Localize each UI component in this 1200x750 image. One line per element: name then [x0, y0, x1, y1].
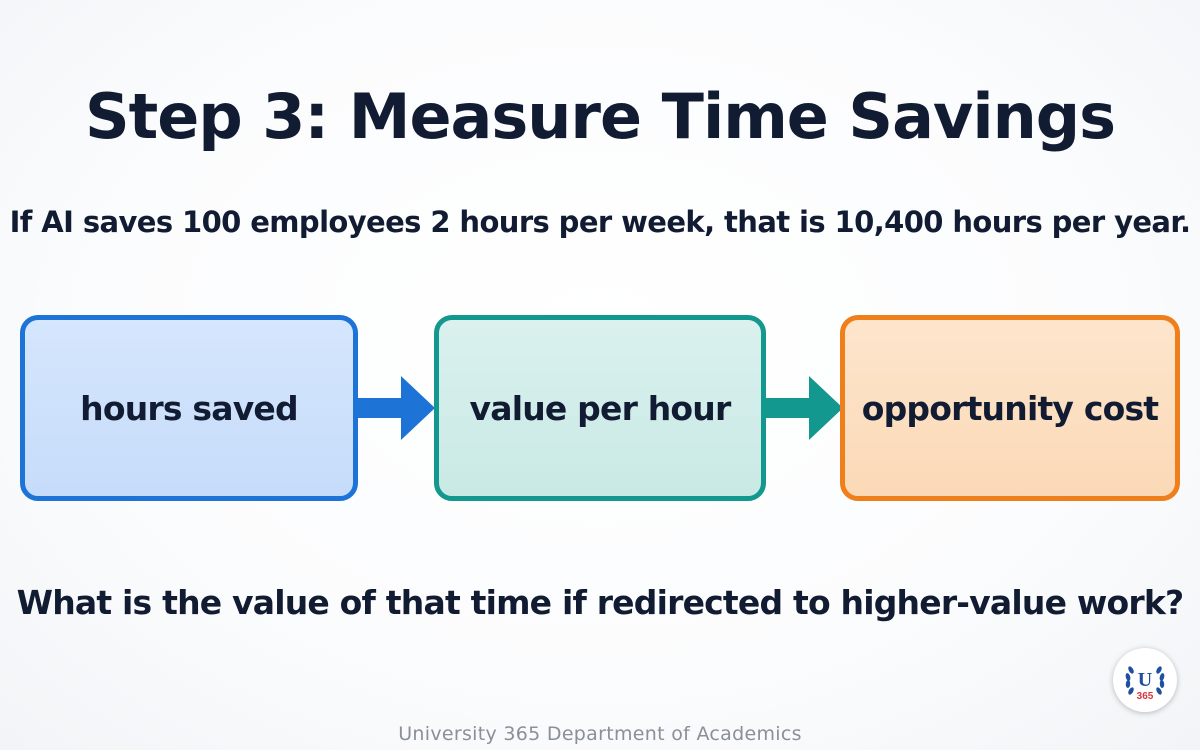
flow-step-label: opportunity cost	[861, 388, 1159, 428]
right-arrow-icon	[357, 376, 435, 440]
flow-step-label: value per hour	[469, 388, 732, 428]
logo-number: 365	[1137, 691, 1154, 702]
footer-credit: University 365 Department of Academics	[398, 723, 802, 745]
slide-question: What is the value of that time if redire…	[16, 583, 1185, 622]
flow-step-label: hours saved	[80, 388, 299, 428]
slide-title: Step 3: Measure Time Savings	[84, 80, 1116, 153]
flow-step-hours-saved: hours saved	[20, 315, 358, 501]
flow-step-value-per-hour: value per hour	[434, 315, 766, 501]
logo-letter: U	[1138, 669, 1152, 691]
university-logo: U 365	[1113, 648, 1177, 712]
flow-step-opportunity-cost: opportunity cost	[840, 315, 1180, 501]
right-arrow-icon	[765, 376, 843, 440]
slide-subtitle: If AI saves 100 employees 2 hours per we…	[9, 205, 1191, 239]
laurel-wreath-icon: U 365	[1125, 666, 1165, 702]
